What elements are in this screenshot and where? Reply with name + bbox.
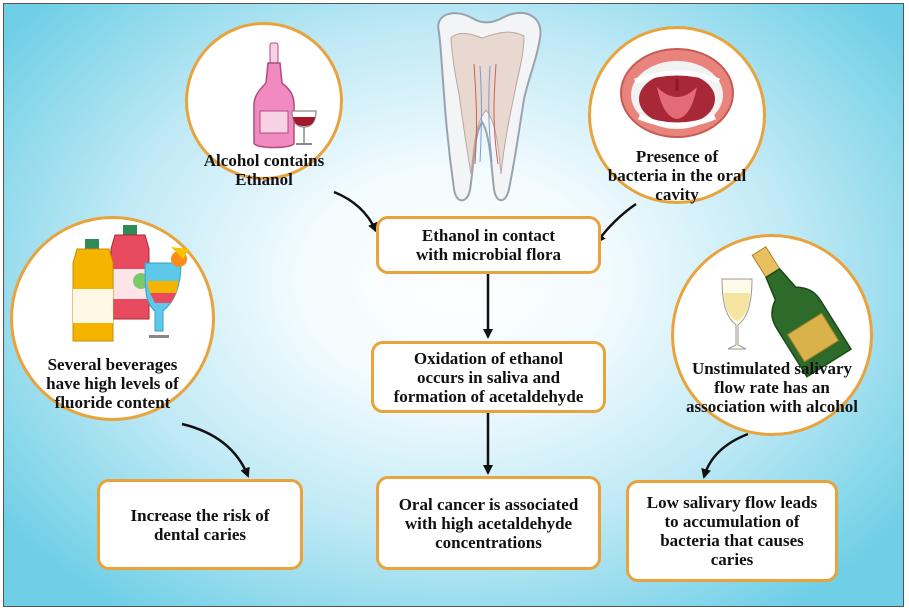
arrow-beverages-to-caries (182, 424, 248, 476)
diagram-canvas: Alcohol contains Ethanol Presence of bac… (3, 3, 904, 607)
arrow-salivary-to-lowflow (704, 434, 748, 477)
bacteria-circle-label: Presence of bacteria in the oral cavity (591, 147, 763, 204)
bacteria-circle: Presence of bacteria in the oral cavity (588, 26, 766, 204)
alcohol-circle: Alcohol contains Ethanol (185, 22, 343, 180)
dental-caries-box: Increase the risk of dental caries (97, 479, 303, 570)
oxidation-box: Oxidation of ethanol occurs in saliva an… (371, 341, 606, 413)
salivary-circle: Unstimulated salivary flow rate has an a… (671, 234, 873, 436)
oral-cancer-box: Oral cancer is associated with high acet… (376, 476, 601, 570)
salivary-circle-label: Unstimulated salivary flow rate has an a… (674, 359, 870, 416)
ethanol-contact-box: Ethanol in contact with microbial flora (376, 216, 601, 274)
beverages-circle: Several beverages have high levels of fl… (10, 216, 215, 421)
arrow-bacteria-to-contact (597, 204, 636, 242)
low-salivary-flow-box: Low salivary flow leads to accumulation … (626, 480, 838, 582)
arrow-alcohol-to-contact (334, 192, 376, 231)
alcohol-circle-label: Alcohol contains Ethanol (188, 151, 340, 189)
beverages-circle-label: Several beverages have high levels of fl… (13, 355, 212, 412)
